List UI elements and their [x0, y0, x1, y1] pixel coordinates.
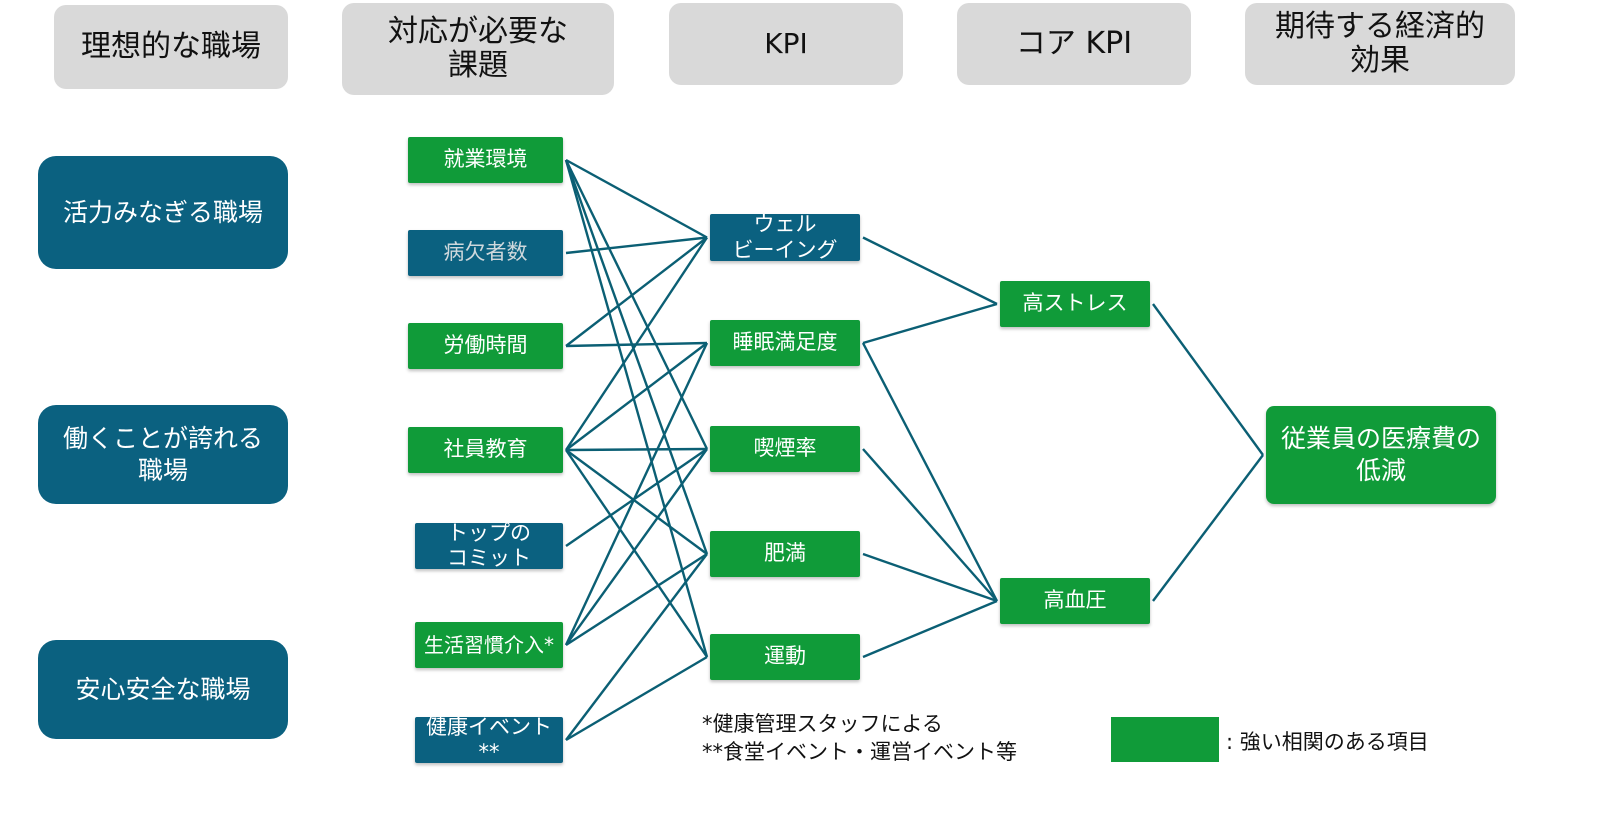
issue-work-hours: 労働時間 [408, 323, 563, 369]
link-education-exercise [565, 449, 708, 658]
goal-vitality-label: 活力みなぎる職場 [62, 197, 263, 227]
link-wellbeing-stress [862, 236, 998, 306]
goal-safety: 安心安全な職場 [38, 640, 288, 739]
footnote-events: **食堂イベント・運営イベント等 [702, 740, 1017, 764]
link-obesity-blood_pressure [862, 552, 998, 603]
issue-work-environment-label: 就業環境 [443, 147, 528, 172]
kpi-sleep-satisfaction: 睡眠満足度 [710, 320, 860, 366]
header-kpi-label: KPI [764, 26, 808, 60]
effect-medical-cost-reduction: 従業員の医療費の 低減 [1266, 406, 1496, 504]
link-environment-exercise [564, 159, 709, 658]
link-sleep-stress [862, 302, 998, 345]
kpi-wellbeing: ウェル ビーイング [710, 214, 860, 261]
kpi-obesity: 肥満 [710, 531, 860, 577]
link-stress-medical_cost [1152, 303, 1264, 456]
link-health_event-obesity [565, 553, 708, 741]
effect-medical-cost-reduction-label: 従業員の医療費の 低減 [1280, 423, 1481, 486]
issue-employee-education-label: 社員教育 [443, 437, 528, 462]
issue-health-event-label: 健康イベント ** [426, 717, 552, 763]
header-issues-label: 対応が必要な 課題 [388, 13, 568, 83]
issue-top-commitment-label: トップの コミット [447, 523, 531, 569]
issue-lifestyle-intervention-label: 生活習慣介入* [424, 633, 554, 657]
header-effect-label: 期待する経済的 効果 [1275, 8, 1485, 78]
issue-top-commitment: トップの コミット [415, 523, 563, 569]
core-kpi-high-stress-label: 高ストレス [1022, 291, 1128, 316]
kpi-smoking-rate: 喫煙率 [710, 426, 860, 472]
kpi-exercise-label: 運動 [764, 644, 806, 669]
header-core-kpi-label: コア KPI [1015, 25, 1133, 61]
link-education-sleep [565, 342, 708, 451]
header-kpi: KPI [669, 3, 903, 85]
issue-work-environment: 就業環境 [408, 137, 563, 183]
link-environment-obesity [564, 159, 709, 555]
link-lifestyle-smoking [565, 448, 708, 646]
core-kpi-high-stress: 高ストレス [1000, 281, 1150, 327]
issue-lifestyle-intervention: 生活習慣介入* [415, 622, 563, 668]
goal-safety-label: 安心安全な職場 [75, 674, 251, 704]
issue-sick-leave-label: 病欠者数 [443, 240, 528, 265]
link-health_event-exercise [565, 655, 708, 742]
link-education-obesity [565, 449, 708, 555]
header-ideal-label: 理想的な職場 [81, 28, 261, 64]
header-core-kpi: コア KPI [957, 3, 1191, 85]
link-environment-smoking [564, 159, 709, 450]
issue-work-hours-label: 労働時間 [443, 333, 528, 358]
link-lifestyle-sleep [564, 342, 709, 646]
footnote-staff: *健康管理スタッフによる [702, 712, 943, 736]
header-economic-effect: 期待する経済的 効果 [1245, 3, 1515, 85]
link-exercise-blood_pressure [862, 599, 998, 659]
issue-sick-leave: 病欠者数 [408, 230, 563, 276]
link-smoking-blood_pressure [862, 448, 998, 602]
core-kpi-high-blood-pressure-label: 高血圧 [1043, 588, 1107, 613]
goal-vitality: 活力みなぎる職場 [38, 156, 288, 269]
legend-label: : 強い相関のある項目 [1226, 730, 1429, 754]
kpi-smoking-rate-label: 喫煙率 [753, 436, 817, 461]
header-ideal-workplace: 理想的な職場 [54, 5, 288, 89]
core-kpi-high-blood-pressure: 高血圧 [1000, 578, 1150, 624]
legend-swatch [1111, 717, 1219, 762]
link-lifestyle-obesity [565, 552, 708, 647]
goal-pride: 働くことが誇れる 職場 [38, 405, 288, 504]
issue-health-event: 健康イベント ** [415, 717, 563, 763]
kpi-sleep-satisfaction-label: 睡眠満足度 [732, 330, 838, 355]
link-education-wellbeing [565, 236, 708, 451]
link-education-smoking [565, 447, 708, 452]
header-issues: 対応が必要な 課題 [342, 3, 614, 95]
link-sick_leave-wellbeing [565, 236, 708, 255]
issue-employee-education: 社員教育 [408, 427, 563, 473]
link-environment-wellbeing [565, 158, 708, 239]
kpi-wellbeing-label: ウェル ビーイング [732, 214, 838, 261]
link-top_commit-smoking [565, 448, 708, 547]
link-work_hours-wellbeing [565, 236, 708, 347]
link-blood_pressure-medical_cost [1152, 454, 1264, 602]
kpi-obesity-label: 肥満 [764, 541, 806, 566]
goal-pride-label: 働くことが誇れる 職場 [62, 424, 263, 485]
link-sleep-blood_pressure [861, 342, 999, 602]
kpi-exercise: 運動 [710, 634, 860, 680]
